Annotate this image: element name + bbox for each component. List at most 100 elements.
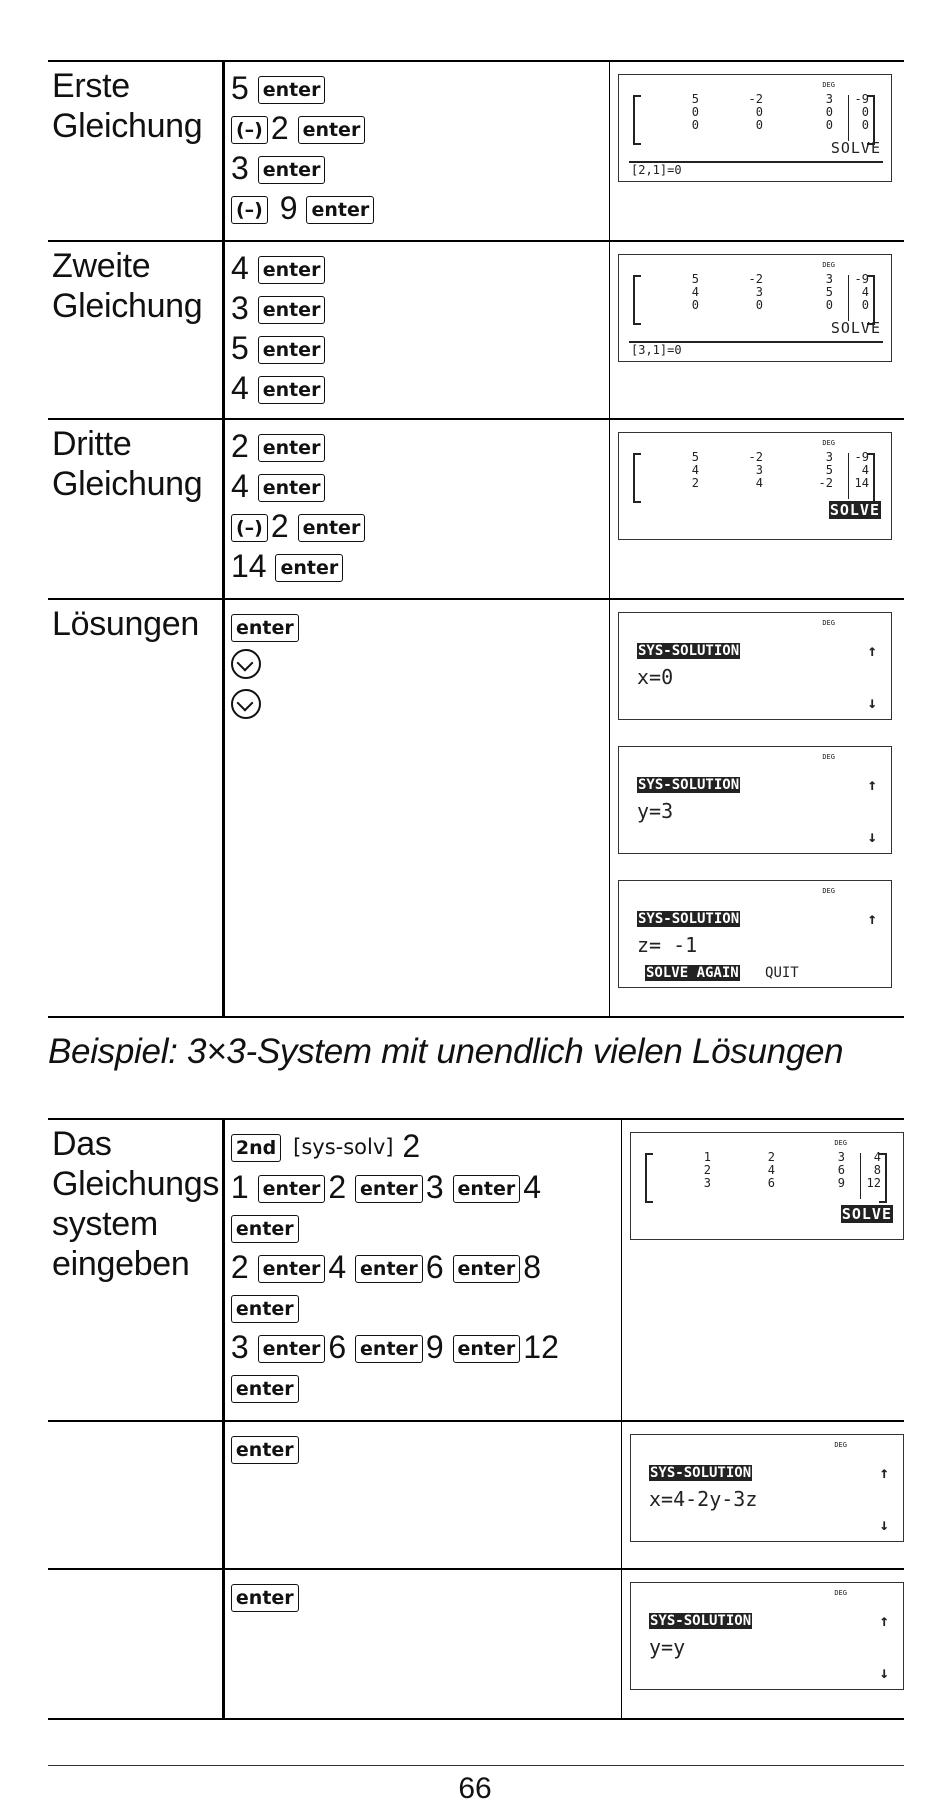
matrix-cell: 2 bbox=[767, 1150, 775, 1164]
keystroke-line: (–)2 enter bbox=[231, 108, 609, 148]
keystroke-line: enter bbox=[230, 1367, 621, 1407]
matrix-cell: 3 bbox=[837, 1150, 845, 1164]
enter-key: enter bbox=[231, 614, 299, 642]
matrix-cell: 3 bbox=[755, 463, 763, 477]
matrix-cell: 0 bbox=[861, 105, 869, 119]
row-label: Erste Gleichung bbox=[52, 67, 203, 145]
down-arrow-icon: ↓ bbox=[879, 1663, 889, 1682]
keystroke-line: 5 enter bbox=[231, 328, 609, 368]
matrix-cell: 4 bbox=[861, 285, 869, 299]
enter-key: enter bbox=[306, 196, 375, 224]
enter-key: enter bbox=[452, 1255, 521, 1283]
calculator-screen: DEG SYS-SOLUTION ↑ y=y ↓ bbox=[630, 1582, 904, 1690]
matrix-bracket-left bbox=[645, 1153, 653, 1203]
table-row: Dritte Gleichung 2 enter 4 enter (–)2 en… bbox=[48, 419, 904, 599]
augment-divider bbox=[860, 1153, 861, 1199]
deg-indicator: DEG bbox=[822, 261, 835, 269]
enter-key: enter bbox=[257, 1255, 326, 1283]
keystroke-line: enter bbox=[230, 1207, 621, 1247]
matrix-cell: -9 bbox=[854, 272, 869, 286]
matrix-cell: 0 bbox=[755, 298, 763, 312]
second-key: 2nd bbox=[230, 1134, 282, 1162]
quit-softkey: QUIT bbox=[765, 965, 799, 981]
enter-key: enter bbox=[257, 336, 326, 364]
enter-key: enter bbox=[257, 434, 326, 462]
solution-value: x=4-2y-3z bbox=[649, 1487, 758, 1511]
table-row: enter DEG SYS-SOLUTION ↑ x=4-2y-3z ↓ bbox=[48, 1421, 904, 1569]
deg-indicator: DEG bbox=[834, 1441, 847, 1449]
matrix-cell: 3 bbox=[755, 285, 763, 299]
deg-indicator: DEG bbox=[822, 887, 835, 895]
solve-softkey: SOLVE bbox=[830, 139, 881, 157]
matrix-cell: 5 bbox=[691, 92, 699, 106]
matrix-cell: -9 bbox=[854, 92, 869, 106]
enter-key: enter bbox=[275, 554, 344, 582]
matrix-cell: 2 bbox=[703, 1163, 711, 1177]
negative-key: (–) bbox=[231, 514, 268, 542]
enter-key: enter bbox=[297, 514, 366, 542]
solve-softkey: SOLVE bbox=[828, 501, 881, 519]
up-arrow-icon: ↑ bbox=[867, 775, 877, 794]
enter-key: enter bbox=[257, 474, 326, 502]
matrix-cell: 2 bbox=[691, 476, 699, 490]
keystroke-line: enter bbox=[230, 1576, 621, 1616]
enter-key: enter bbox=[355, 1255, 423, 1283]
keystroke-line: 14 enter bbox=[231, 546, 609, 586]
enter-key: enter bbox=[230, 1436, 299, 1464]
matrix-bracket-right bbox=[879, 1153, 887, 1203]
keystroke-line: 2nd [sys-solv] 2 bbox=[230, 1126, 621, 1167]
keystroke-line: 4 enter bbox=[231, 248, 609, 288]
keystroke-line: enter bbox=[230, 1287, 621, 1327]
down-arrow-icon: ↓ bbox=[867, 827, 877, 846]
deg-indicator: DEG bbox=[834, 1139, 847, 1147]
page-number: 66 bbox=[458, 1772, 492, 1805]
enter-key: enter bbox=[230, 1584, 299, 1612]
row-label: Das Gleichungs system eingeben bbox=[52, 1125, 220, 1283]
table-row: Das Gleichungs system eingeben 2nd [sys-… bbox=[48, 1119, 904, 1421]
keystroke-line: 4 enter bbox=[231, 368, 609, 408]
enter-key: enter bbox=[257, 1335, 326, 1363]
matrix-bracket-right bbox=[867, 275, 875, 325]
enter-key: enter bbox=[257, 256, 326, 284]
keystroke-line: 2 enter bbox=[231, 426, 609, 466]
solve-softkey: SOLVE bbox=[840, 1205, 893, 1223]
deg-indicator: DEG bbox=[822, 81, 835, 89]
keystroke-line bbox=[231, 646, 609, 686]
sys-solv-key: [sys-solv] bbox=[293, 1135, 394, 1159]
calculator-screen: DEG SYS-SOLUTION ↑ x=0 ↓ bbox=[618, 612, 892, 720]
down-arrow-icon bbox=[231, 649, 261, 679]
matrix-cell: 3 bbox=[825, 272, 833, 286]
matrix-cell: 6 bbox=[837, 1163, 845, 1177]
matrix-cell: 0 bbox=[825, 105, 833, 119]
matrix-cell: 4 bbox=[691, 285, 699, 299]
enter-key: enter bbox=[230, 1375, 299, 1403]
keystroke-line bbox=[231, 686, 609, 726]
matrix-cell: 4 bbox=[691, 463, 699, 477]
augment-divider bbox=[848, 275, 849, 321]
down-arrow-icon: ↓ bbox=[879, 1515, 889, 1534]
matrix-bracket-left bbox=[633, 275, 641, 325]
enter-key: enter bbox=[452, 1335, 521, 1363]
keystroke-line: 3 enter bbox=[231, 148, 609, 188]
matrix-cell: 3 bbox=[825, 450, 833, 464]
negative-key: (–) bbox=[231, 116, 268, 144]
steps-table-1: Erste Gleichung 5 enter (–)2 enter 3 ent… bbox=[48, 60, 904, 1018]
matrix-bracket-left bbox=[633, 95, 641, 145]
enter-key: enter bbox=[257, 76, 326, 104]
table-row: Zweite Gleichung 4 enter 3 enter 5 enter… bbox=[48, 241, 904, 419]
matrix-cell: 0 bbox=[755, 118, 763, 132]
row-label: Lösungen bbox=[52, 605, 199, 643]
matrix-cell: 1 bbox=[703, 1150, 711, 1164]
